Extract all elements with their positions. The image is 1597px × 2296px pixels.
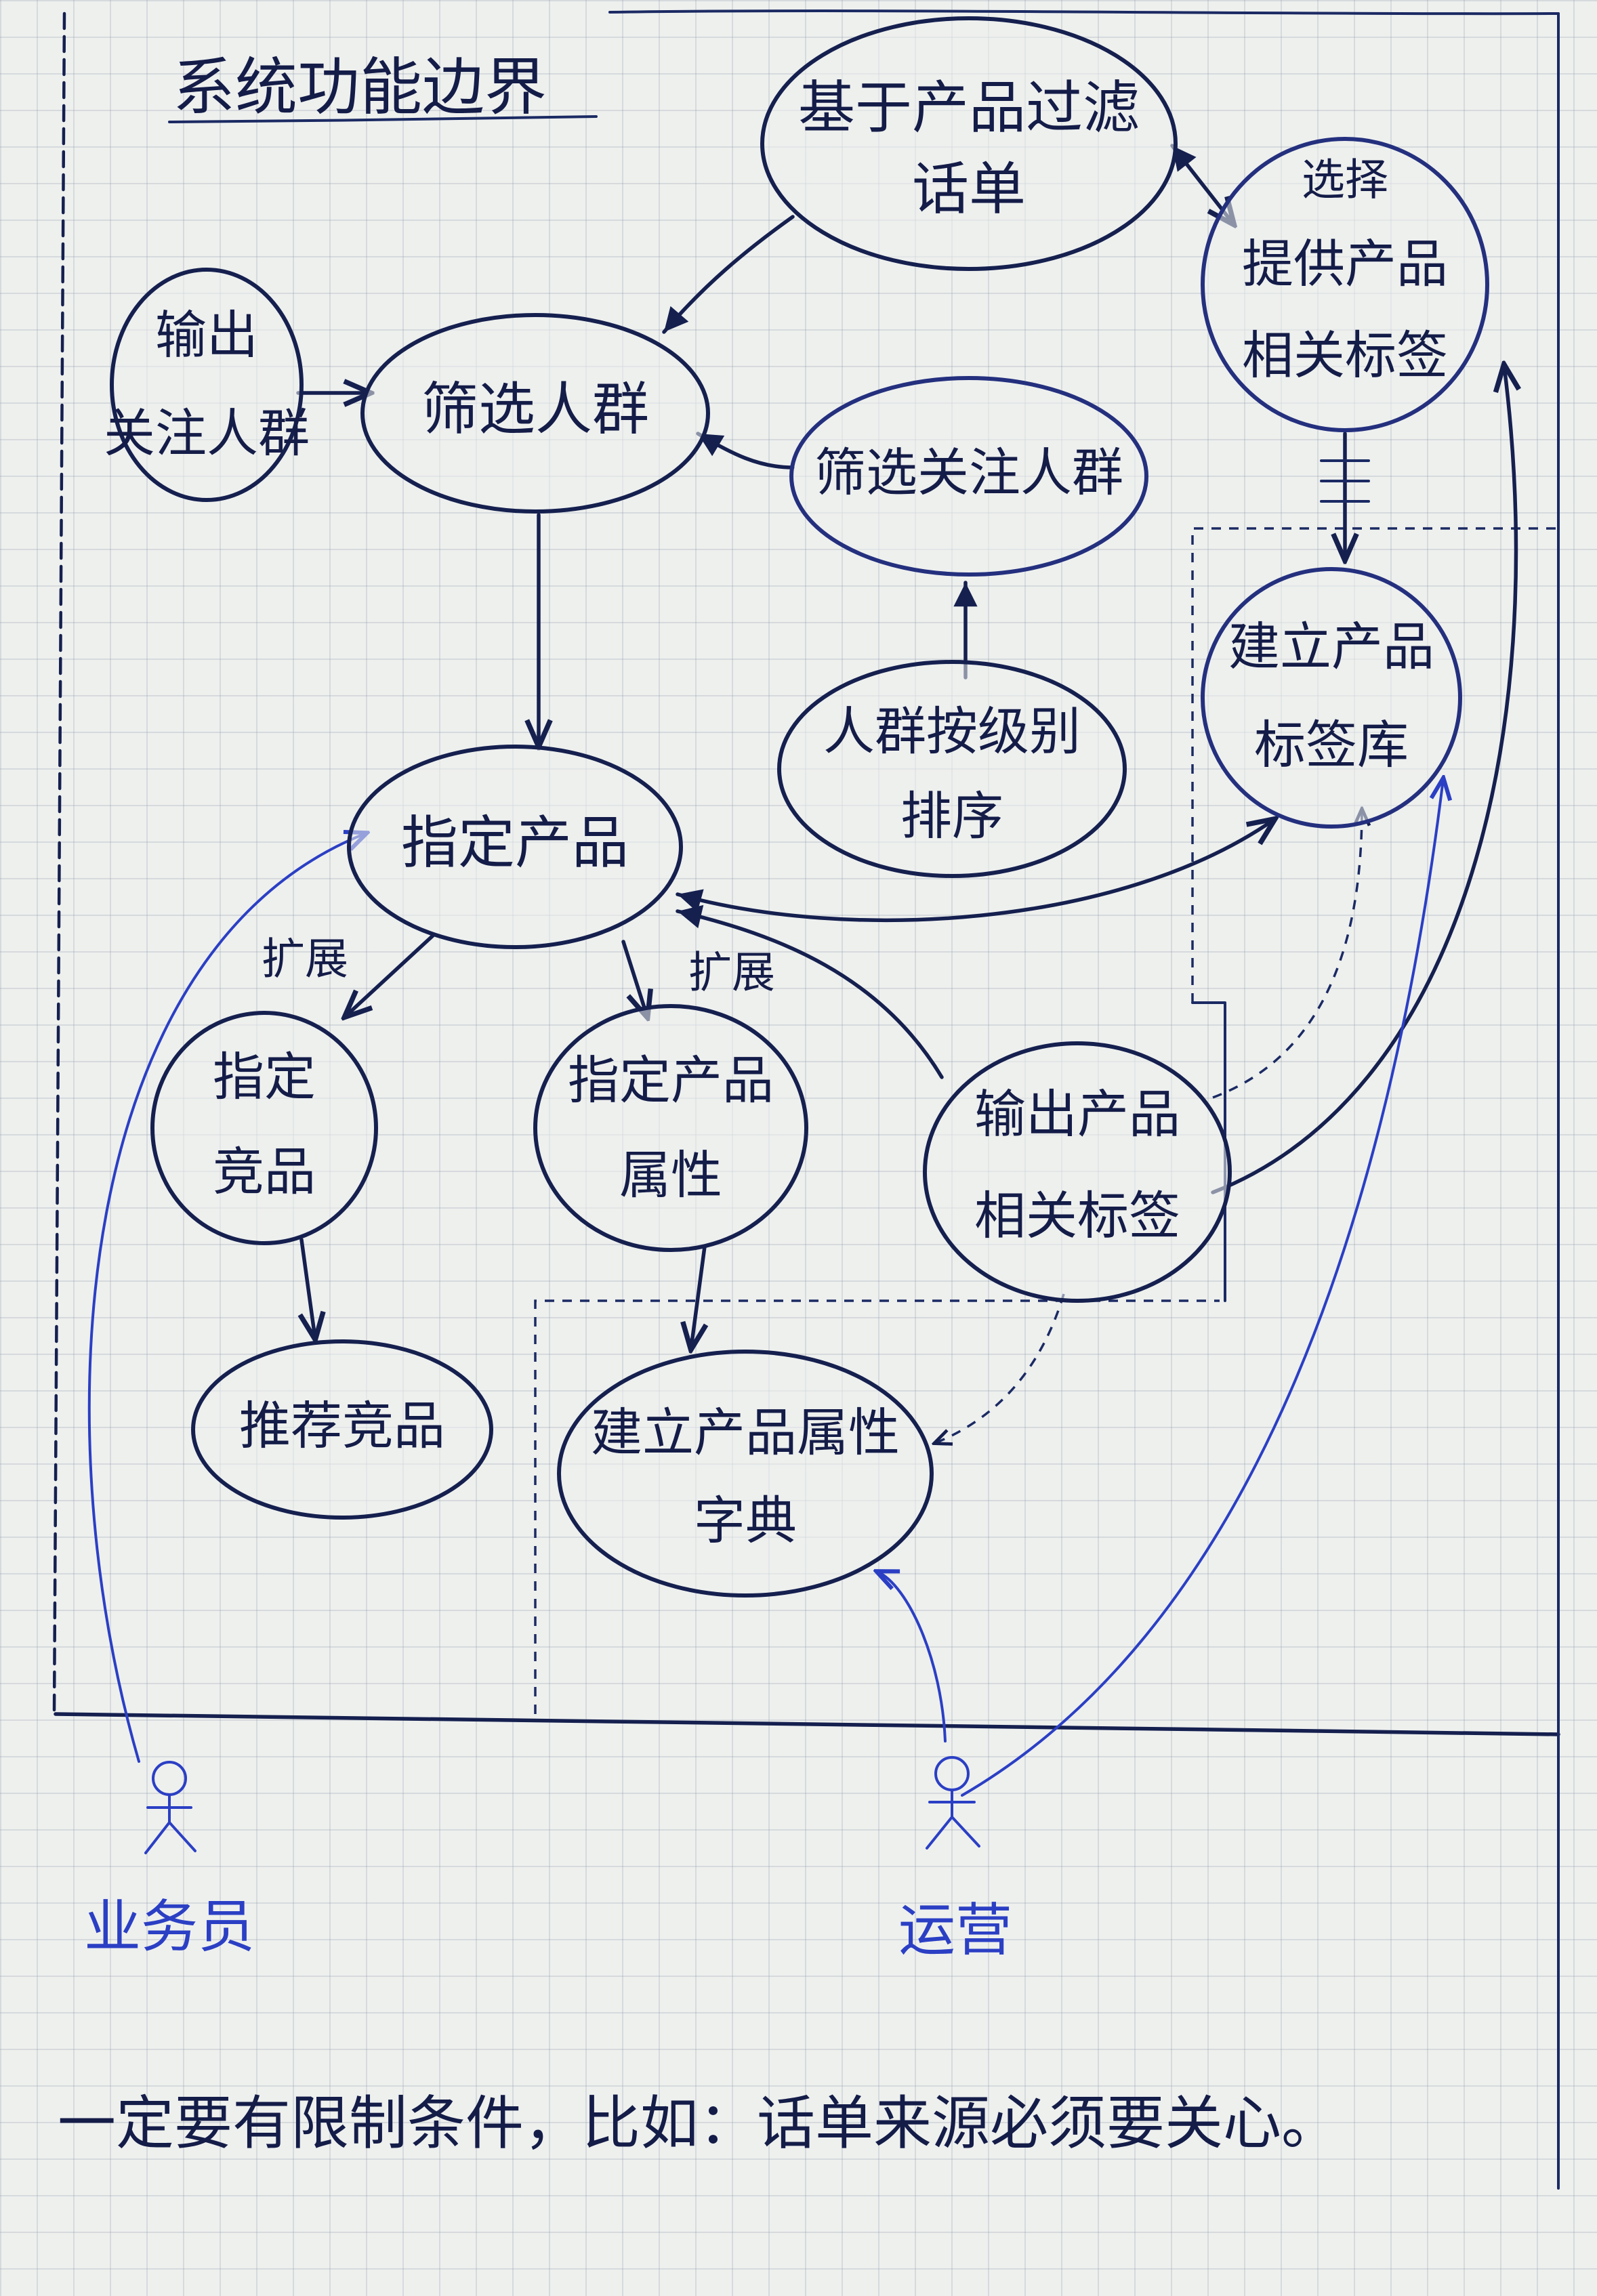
svg-text:关注人群: 关注人群 bbox=[104, 403, 310, 463]
edge-output-to-extract bbox=[1211, 366, 1516, 1194]
edge-operator-to-taglib bbox=[961, 779, 1443, 1797]
svg-text:筛选人群: 筛选人群 bbox=[421, 376, 649, 442]
svg-text:选择: 选择 bbox=[1302, 156, 1388, 206]
edge-label-expand-left: 扩展 bbox=[262, 935, 348, 985]
edge-output-to-taglib bbox=[1212, 810, 1362, 1099]
actor-salesman-label: 业务员 bbox=[84, 1894, 255, 1960]
edge-related-to-filterpeople bbox=[696, 432, 795, 469]
svg-text:输出产品: 输出产品 bbox=[974, 1084, 1180, 1144]
actor-salesman: 业务员 bbox=[84, 1761, 255, 1960]
svg-text:基于产品过滤: 基于产品过滤 bbox=[798, 75, 1140, 141]
node-attr-dict: 建立产品属性 字典 bbox=[557, 1350, 934, 1598]
stick-figure-icon bbox=[144, 1761, 196, 1854]
actor-operator: 运营 bbox=[898, 1756, 1012, 1963]
node-input-people: 输出 关注人群 bbox=[104, 268, 310, 502]
edge-competitor-to-recommend bbox=[302, 1238, 315, 1338]
svg-text:话单: 话单 bbox=[912, 156, 1026, 222]
actor-edges bbox=[87, 779, 1443, 1797]
edge-output-to-dict bbox=[935, 1293, 1065, 1443]
edge-salesman-to-product bbox=[87, 833, 366, 1763]
edge-label-expand-right: 扩展 bbox=[688, 948, 775, 999]
footnote: 一定要有限制条件，比如：话单来源必须要关心。 bbox=[58, 2089, 1340, 2157]
diagram-title: 系统功能边界 bbox=[173, 51, 547, 123]
dict-subboundary-dashed bbox=[534, 1299, 1220, 1714]
svg-text:字典: 字典 bbox=[694, 1490, 797, 1551]
node-filter-tags: 基于产品过滤 话单 bbox=[760, 16, 1178, 271]
svg-text:属性: 属性 bbox=[619, 1145, 722, 1205]
boundary-bottom-line bbox=[54, 1712, 1560, 1736]
boundary-left-dashed bbox=[52, 12, 66, 1716]
svg-text:建立产品: 建立产品 bbox=[1228, 617, 1434, 677]
node-pick-product: 指定产品 bbox=[347, 745, 683, 949]
svg-text:竞品: 竞品 bbox=[213, 1142, 316, 1202]
svg-text:筛选关注人群: 筛选关注人群 bbox=[814, 442, 1123, 503]
composition-ticks bbox=[1320, 459, 1370, 503]
system-boundary bbox=[52, 9, 1560, 2190]
page-top-edge bbox=[608, 9, 1560, 16]
svg-text:指定: 指定 bbox=[213, 1047, 316, 1107]
edge-product-to-competitor bbox=[346, 933, 436, 1016]
stick-figure-icon bbox=[926, 1756, 980, 1850]
edge-output-to-product bbox=[676, 904, 944, 1079]
svg-text:排序: 排序 bbox=[900, 786, 1003, 846]
node-pick-competitor: 指定 竞品 bbox=[150, 1011, 378, 1245]
node-build-tag-lib: 建立产品 标签库 bbox=[1201, 567, 1462, 829]
dict-subboundary bbox=[534, 1299, 1220, 1714]
node-output-tags: 输出产品 相关标签 bbox=[923, 1041, 1232, 1303]
edge-filtertags-to-filterpeople bbox=[662, 215, 795, 334]
edge-attr-to-dict bbox=[691, 1245, 705, 1348]
title-underline bbox=[168, 115, 598, 123]
node-filter-related: 筛选关注人群 bbox=[789, 376, 1148, 577]
edge-operator-to-dict bbox=[877, 1572, 947, 1742]
svg-text:推荐竞品: 推荐竞品 bbox=[239, 1396, 445, 1456]
edge-product-to-taglib bbox=[676, 820, 1274, 923]
node-filter-people: 筛选人群 bbox=[360, 313, 710, 514]
svg-text:人群按级别: 人群按级别 bbox=[823, 701, 1081, 761]
actor-operator-label: 运营 bbox=[898, 1897, 1012, 1963]
node-extract-tags: 选择 提供产品 相关标签 bbox=[1201, 137, 1489, 432]
node-product-attr: 指定产品 属性 bbox=[533, 1004, 808, 1252]
svg-text:建立产品属性: 建立产品属性 bbox=[591, 1402, 900, 1463]
node-sort-people: 人群按级别 排序 bbox=[777, 660, 1127, 878]
svg-text:相关标签: 相关标签 bbox=[974, 1186, 1180, 1246]
svg-text:输出: 输出 bbox=[155, 305, 258, 365]
svg-text:指定产品: 指定产品 bbox=[568, 1050, 774, 1110]
svg-text:提供产品: 提供产品 bbox=[1242, 234, 1448, 294]
svg-text:标签库: 标签库 bbox=[1254, 715, 1409, 775]
svg-text:相关标签: 相关标签 bbox=[1242, 325, 1448, 385]
edge-product-to-attr bbox=[621, 940, 647, 1016]
svg-text:指定产品: 指定产品 bbox=[401, 810, 629, 876]
node-recommend-competitor: 推荐竞品 bbox=[191, 1339, 493, 1520]
